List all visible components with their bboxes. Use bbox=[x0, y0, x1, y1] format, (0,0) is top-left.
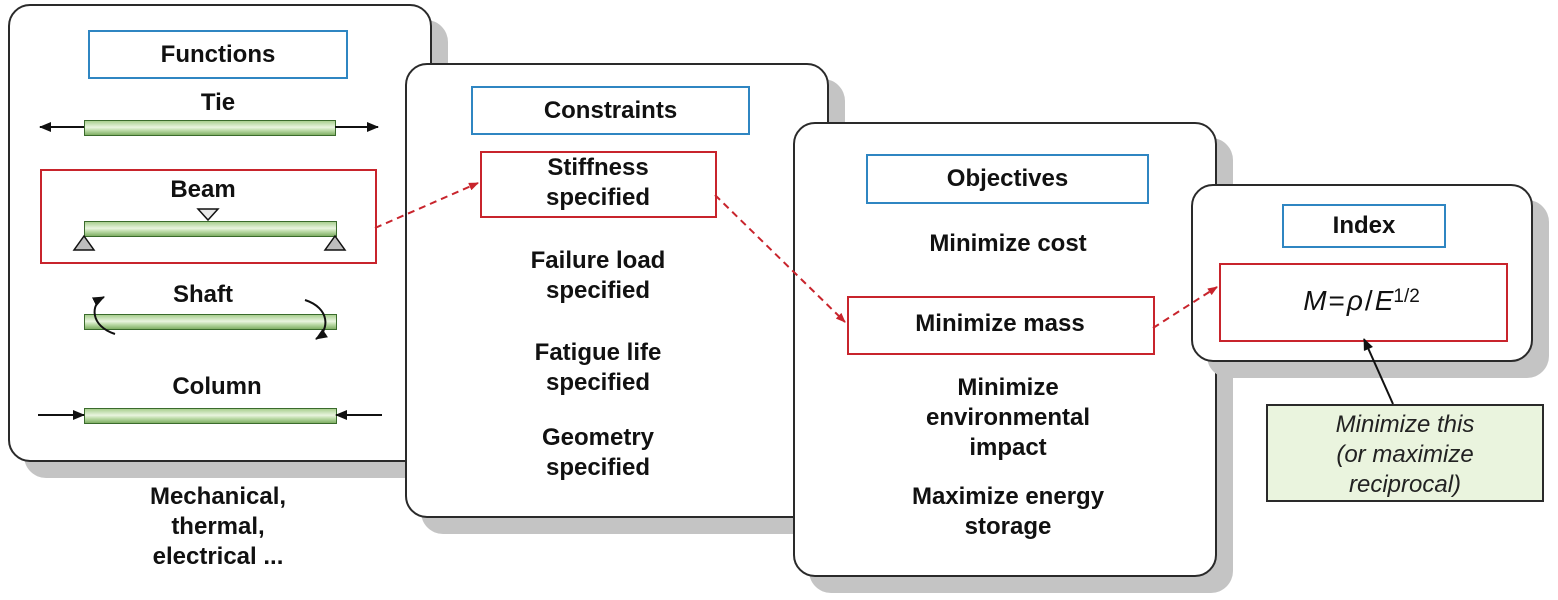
shaft-label: Shaft bbox=[173, 281, 233, 308]
stiffness-to-mass-arrow bbox=[714, 194, 846, 323]
beam-left-support bbox=[72, 234, 96, 251]
functions-footer: Mechanical, thermal, electrical ... bbox=[149, 483, 287, 570]
objective-item: Minimize mass bbox=[915, 310, 1085, 337]
objective-item: Minimize cost bbox=[929, 230, 1087, 257]
formula-m: M bbox=[1303, 284, 1327, 316]
objective-item: Minimize environmental impact bbox=[925, 374, 1091, 461]
shaft-torque-left-arrow bbox=[91, 296, 116, 335]
objective-item: Maximize energy storage bbox=[911, 483, 1105, 540]
column-label: Column bbox=[172, 373, 262, 400]
shaft-torque-right-arrow bbox=[304, 299, 328, 340]
constraint-item: Failure load specified bbox=[530, 247, 666, 304]
formula-equals: = bbox=[1328, 284, 1345, 316]
index-formula: M = ρ / E 1/2 bbox=[1219, 263, 1504, 338]
beam-load-triangle bbox=[196, 208, 220, 222]
stiffness-highlight-box bbox=[480, 151, 717, 218]
index-title: Index bbox=[1282, 204, 1446, 248]
shaft-bar bbox=[84, 314, 337, 330]
formula-e: E bbox=[1374, 284, 1394, 316]
constraints-panel bbox=[405, 63, 829, 518]
beam-to-stiffness-arrow bbox=[374, 182, 479, 229]
formula-rho: ρ bbox=[1346, 284, 1363, 316]
beam-highlight-box bbox=[40, 169, 377, 264]
tie-label: Tie bbox=[200, 89, 236, 116]
beam-bar bbox=[84, 221, 337, 237]
mass-to-index-arrow bbox=[1152, 286, 1218, 329]
functions-title: Functions bbox=[88, 30, 348, 79]
constraints-title: Constraints bbox=[471, 86, 750, 135]
objectives-title: Objectives bbox=[866, 154, 1149, 204]
mass-highlight-box bbox=[847, 296, 1155, 355]
beam-right-support bbox=[323, 234, 347, 251]
index-note: Minimize this (or maximize reciprocal) bbox=[1266, 404, 1544, 502]
index-formula-box bbox=[1219, 263, 1508, 342]
formula-exponent: 1/2 bbox=[1393, 285, 1420, 307]
constraint-item: Fatigue life specified bbox=[534, 339, 662, 396]
beam-label: Beam bbox=[170, 176, 236, 203]
constraint-item: Geometry specified bbox=[541, 424, 655, 481]
formula-slash: / bbox=[1364, 284, 1373, 316]
note-pointer-arrow bbox=[1363, 338, 1394, 405]
constraint-item: Stiffness specified bbox=[545, 154, 651, 211]
